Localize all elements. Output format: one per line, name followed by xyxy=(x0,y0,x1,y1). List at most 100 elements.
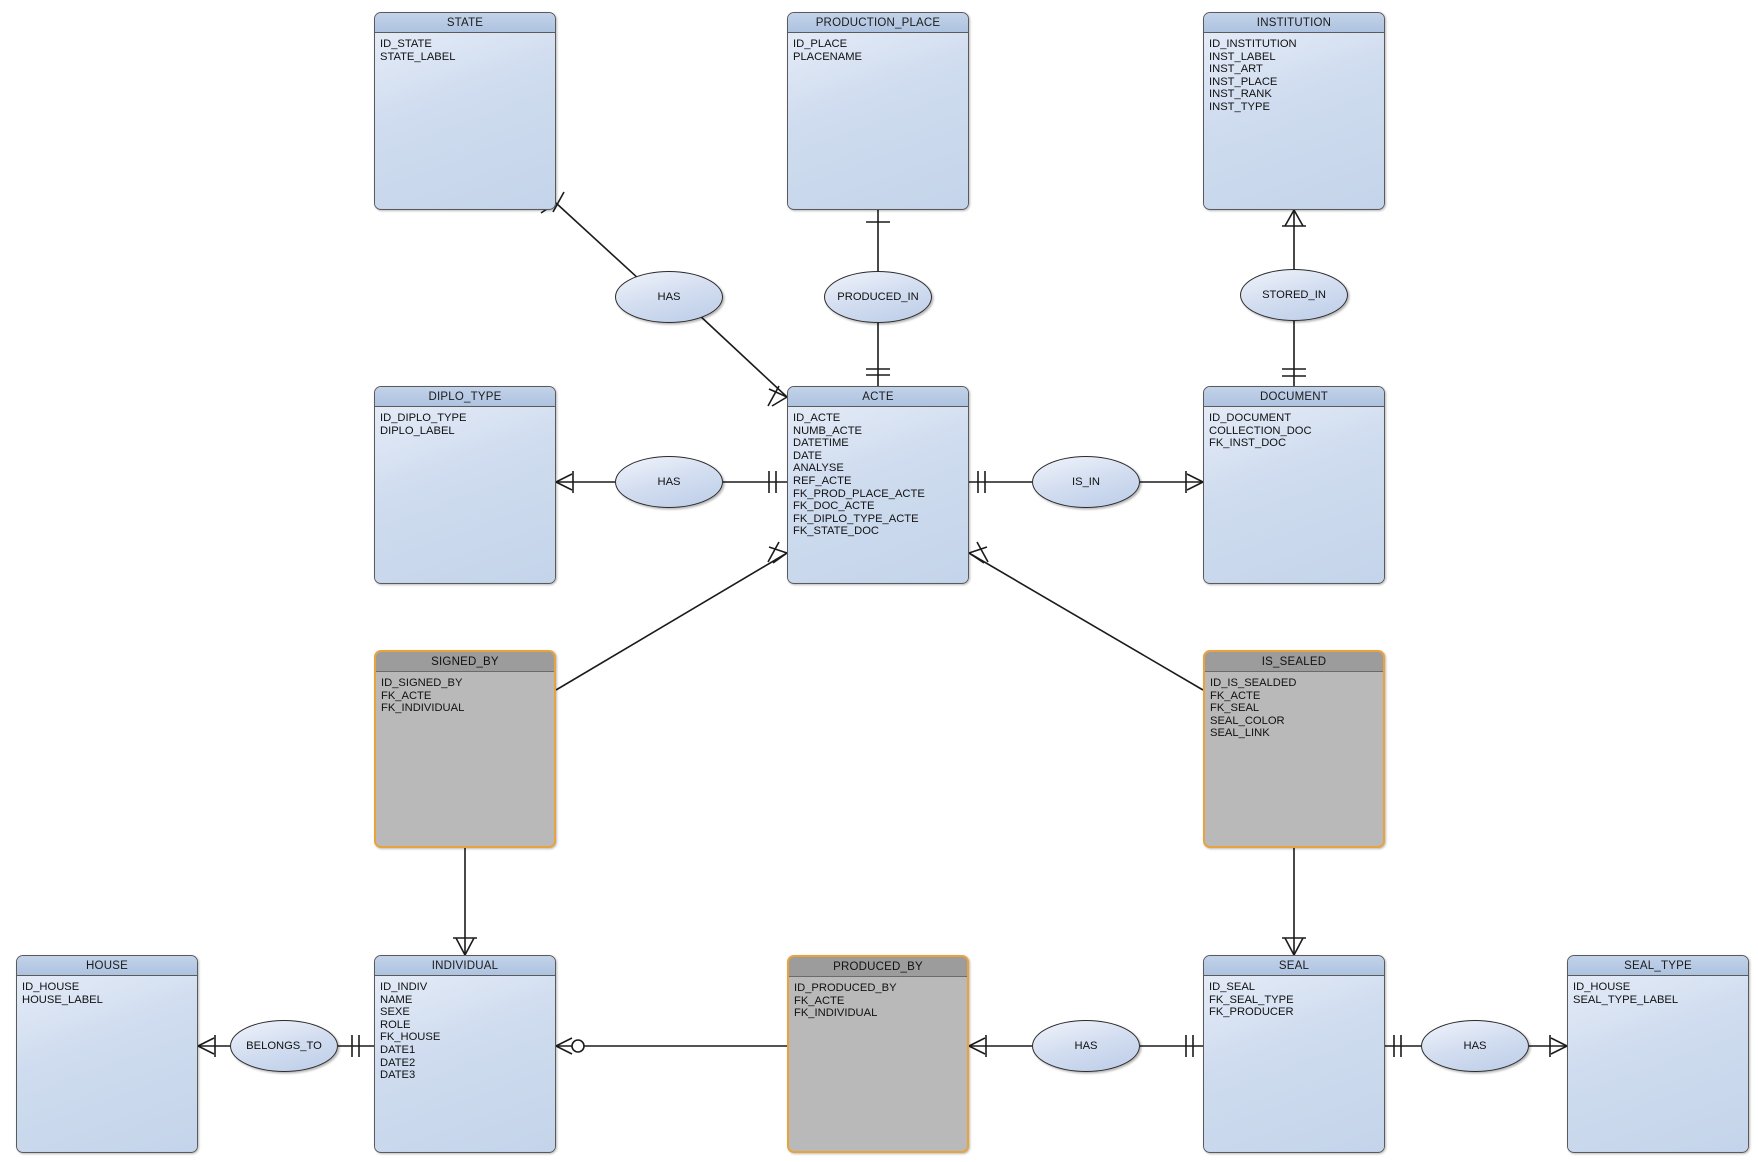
entity-title-seal_type: SEAL_TYPE xyxy=(1568,956,1748,976)
entity-title-house: HOUSE xyxy=(17,956,197,976)
relationship-rel_stored_in[interactable]: STORED_IN xyxy=(1240,269,1348,321)
crowfoot-house-a xyxy=(197,1037,215,1047)
attribute-row: PLACENAME xyxy=(793,50,863,63)
relationship-rel_has_produced[interactable]: HAS xyxy=(1032,1020,1140,1072)
attribute-row: FK_STATE_DOC xyxy=(793,525,879,538)
attribute-row: SEAL_TYPE_LABEL xyxy=(1573,993,1679,1006)
relationship-rel_has_state[interactable]: HAS xyxy=(615,271,723,323)
crowfoot-issealed-b xyxy=(968,552,985,564)
relationship-rel_has_sealtype[interactable]: HAS xyxy=(1421,1020,1529,1072)
attribute-row: ID_DOCUMENT xyxy=(1209,412,1292,424)
relationship-rel_belongs_to[interactable]: BELONGS_TO xyxy=(230,1020,338,1072)
crowfoot-house-b xyxy=(197,1045,215,1055)
entity-title-signed_by: SIGNED_BY xyxy=(376,652,554,672)
attribute-row: DATE xyxy=(793,449,823,462)
crowfoot-signedby-a xyxy=(768,546,788,554)
attribute-row: DATETIME xyxy=(793,437,849,450)
entity-title-diplo_type: DIPLO_TYPE xyxy=(375,387,555,407)
attribute-row: FK_ACTE xyxy=(381,689,432,702)
crowfoot-pb-b xyxy=(968,1045,986,1055)
attribute-row: NUMB_ACTE xyxy=(793,424,862,437)
crowfoot-inst-b xyxy=(1293,209,1304,227)
attribute-row: ROLE xyxy=(380,1018,411,1031)
relationship-label: IS_IN xyxy=(1072,476,1100,488)
zero-circle-individual xyxy=(571,1039,585,1053)
relationship-rel_has_diplo[interactable]: HAS xyxy=(615,456,723,508)
relationship-label: HAS xyxy=(1074,1040,1098,1052)
attribute-row: FK_INST_DOC xyxy=(1209,437,1287,450)
attribute-row: ID_PRODUCED_BY xyxy=(794,982,897,994)
crowfoot-seal-b xyxy=(1293,937,1304,956)
attribute-row: FK_PROD_PLACE_ACTE xyxy=(793,487,925,500)
attribute-row: FK_SEAL_TYPE xyxy=(1209,993,1294,1006)
line-acte-issealed xyxy=(968,552,1204,691)
attribute-row: DATE3 xyxy=(380,1069,416,1082)
attribute-row: ANALYSE xyxy=(793,462,844,475)
attribute-row: REF_ACTE xyxy=(793,474,852,487)
relationship-label: HAS xyxy=(657,291,681,303)
crowfoot-signedby-b xyxy=(772,552,788,564)
attribute-row: HOUSE_LABEL xyxy=(22,993,103,1006)
line-state-has xyxy=(555,202,641,281)
entity-title-individual: INDIVIDUAL xyxy=(375,956,555,976)
entity-title-produced_by: PRODUCED_BY xyxy=(789,957,967,977)
attribute-row: SEAL_LINK xyxy=(1210,727,1270,740)
attribute-row: FK_ACTE xyxy=(1210,689,1261,702)
attribute-row: COLLECTION_DOC xyxy=(1209,424,1312,437)
attribute-row: FK_PRODUCER xyxy=(1209,1006,1294,1019)
attribute-row: FK_DOC_ACTE xyxy=(793,500,875,513)
attribute-row: ID_DIPLO_TYPE xyxy=(380,412,467,424)
relationship-label: HAS xyxy=(657,476,681,488)
attribute-row: NAME xyxy=(380,993,413,1006)
entity-title-acte: ACTE xyxy=(788,387,968,407)
relationship-rel_produced_in[interactable]: PRODUCED_IN xyxy=(824,271,932,323)
relationship-label: HAS xyxy=(1463,1040,1487,1052)
entity-title-seal: SEAL xyxy=(1204,956,1384,976)
crowfoot-indiv-pb-a xyxy=(555,1037,573,1047)
attribute-row: SEXE xyxy=(380,1006,410,1019)
crowfoot-acte-a xyxy=(768,388,788,398)
crowfoot-diplo-a xyxy=(555,473,573,483)
crowfoot-indiv-pb-b xyxy=(555,1045,573,1055)
line-has-acte xyxy=(697,313,788,398)
crowfoot-indiv-a xyxy=(455,937,466,956)
attribute-row: DATE1 xyxy=(380,1043,416,1056)
attribute-row: STATE_LABEL xyxy=(380,50,456,63)
relationship-rel_is_in[interactable]: IS_IN xyxy=(1032,456,1140,508)
attribute-row: ID_INSTITUTION xyxy=(1209,38,1297,50)
attribute-row: ID_HOUSE xyxy=(1573,981,1631,993)
crowfoot-indiv-b xyxy=(464,937,475,956)
crowfoot-doc-a xyxy=(1186,473,1204,483)
attribute-row: DIPLO_LABEL xyxy=(380,424,455,437)
crowfoot-issealed-a xyxy=(968,546,988,554)
tick-issealed xyxy=(976,541,989,563)
attribute-row: ID_PLACE xyxy=(793,38,848,50)
entity-title-state: STATE xyxy=(375,13,555,33)
attribute-row: FK_HOUSE xyxy=(380,1031,441,1044)
attribute-row: DATE2 xyxy=(380,1056,416,1069)
attribute-row: ID_HOUSE xyxy=(22,981,80,993)
entity-title-production_place: PRODUCTION_PLACE xyxy=(788,13,968,33)
